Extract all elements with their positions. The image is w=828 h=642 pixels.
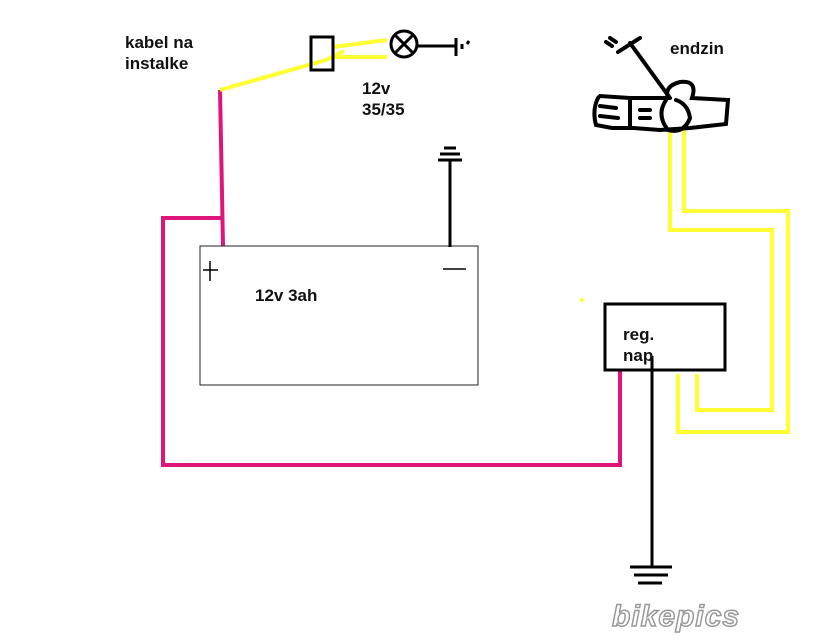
lamp-label: 12v 35/35: [362, 78, 405, 120]
regulator-label: reg. nap: [623, 324, 654, 366]
ac-wire: [668, 130, 790, 434]
lamp-icon: [389, 29, 471, 59]
regulator-box: [603, 302, 727, 372]
battery: [199, 245, 479, 386]
engine-label: endzin: [670, 39, 724, 58]
engine-icon: [592, 36, 731, 133]
cable-label: kabel na instalke: [125, 32, 193, 74]
watermark-logo: bikepics: [611, 599, 741, 634]
regulator-label-line2: nap: [623, 346, 654, 365]
lamp-voltage: 12v: [362, 79, 391, 98]
positive-wire: [161, 89, 622, 467]
cable-label-line1: kabel na: [125, 33, 194, 52]
lamp-power: 35/35: [362, 100, 405, 119]
stray-dot: [580, 298, 584, 302]
ground-icon: [438, 146, 462, 247]
fuse: [309, 35, 335, 72]
ground-icon: [630, 356, 672, 585]
cable-label-line2: instalke: [125, 54, 189, 73]
regulator-label-line1: reg.: [623, 325, 655, 344]
battery-terminals: [203, 261, 466, 281]
battery-label: 12v 3ah: [255, 286, 318, 305]
lighting-wire: [219, 38, 388, 92]
